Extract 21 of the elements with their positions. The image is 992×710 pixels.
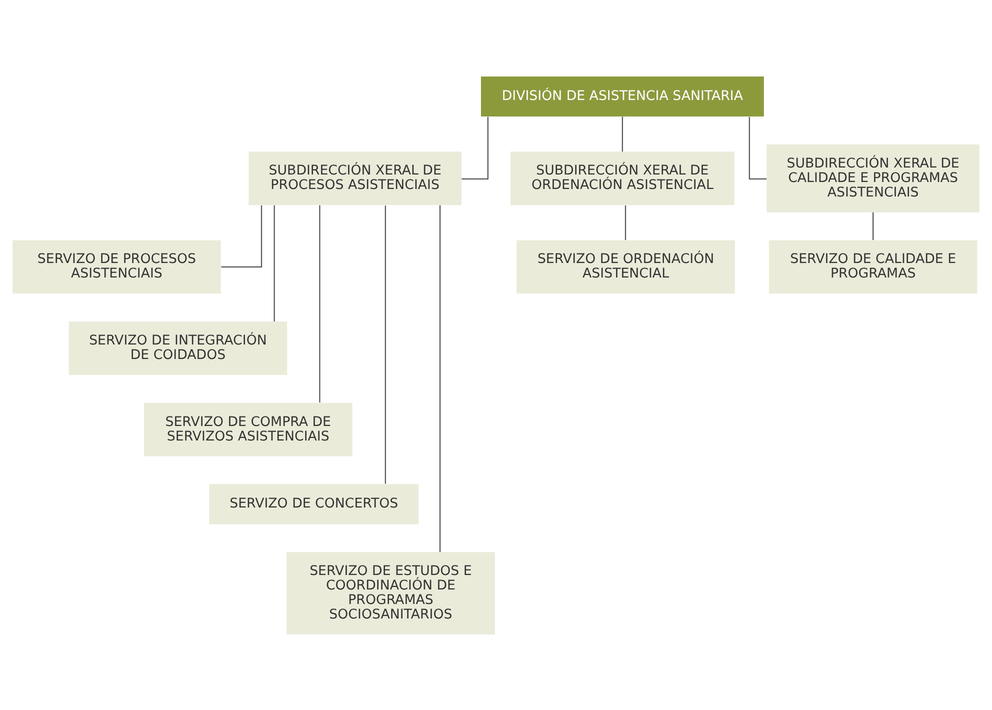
connector	[319, 204, 320, 402]
connector	[439, 204, 441, 552]
node-box: SUBDIRECCIÓN XERAL DE ORDENACIÓN ASISTENCIAL	[510, 151, 734, 205]
node-box: SERVIZO DE ORDENACIÓN ASISTENCIAL	[516, 240, 735, 294]
connector	[748, 116, 767, 179]
node-box: SUBDIRECCIÓN XERAL DE CALIDADE E PROGRAMAS ASISTENCIAIS	[766, 144, 980, 212]
connector	[624, 204, 626, 240]
node-box: SERVIZO DE INTEGRACIÓN DE COIDADOS	[68, 321, 288, 374]
node-box: SUBDIRECCIÓN XERAL DE PROCESOS ASISTENCIAIS	[248, 151, 462, 205]
node-box: SERVIZO DE CALIDADE E PROGRAMAS	[768, 240, 978, 294]
node-box: SERVIZO DE ESTUDOS E COORDINACIÓN DE PROGRAMAS SOCIOSANITARIOS	[286, 552, 495, 634]
node-box: SERVIZO DE COMPRA DE SERVIZOS ASISTENCIAIS	[144, 402, 352, 456]
connector	[384, 205, 386, 484]
connector	[462, 116, 488, 179]
node-box: SERVIZO DE CONCERTOS	[209, 484, 419, 524]
connector	[274, 204, 275, 321]
connector	[221, 204, 262, 267]
node-box: SERVIZO DE PROCESOS ASISTENCIAIS	[12, 240, 221, 294]
connector	[622, 116, 623, 152]
connector	[872, 212, 874, 240]
node-box: DIVISIÓN DE ASISTENCIA SANITARIA	[480, 76, 764, 116]
